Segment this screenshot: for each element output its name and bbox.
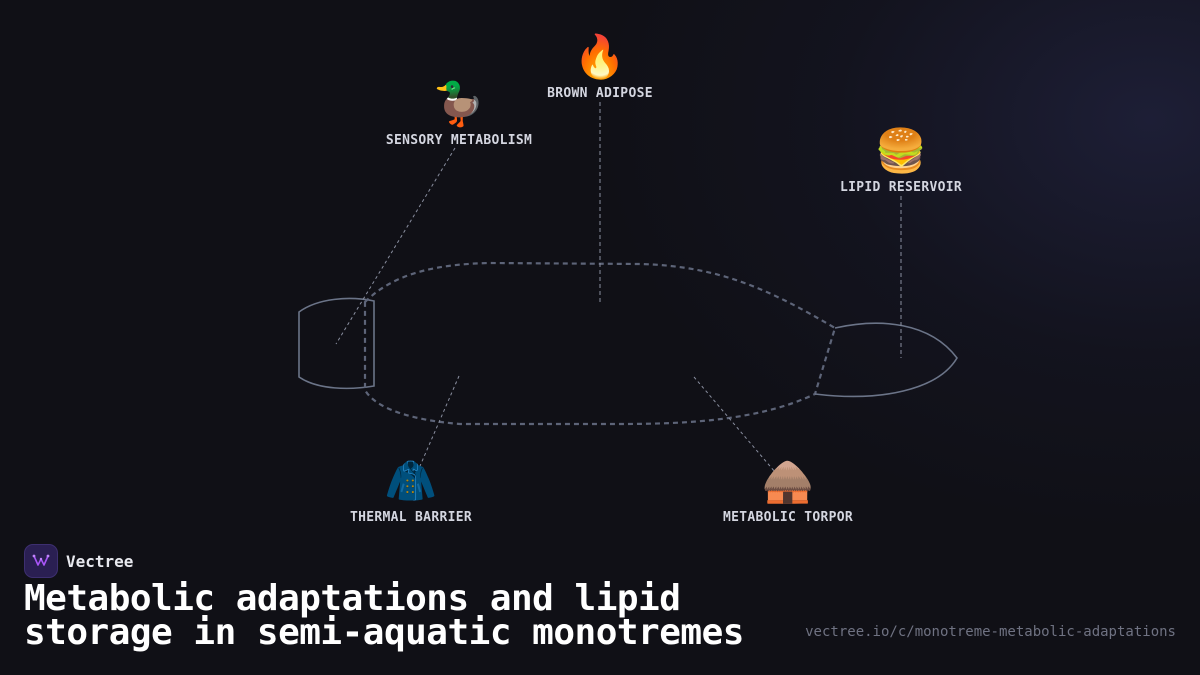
node-lipid-reservoir: 🍔 LIPID RESERVOIR: [791, 126, 1011, 195]
hut-icon: 🛖: [761, 456, 815, 505]
leader-line-sensory-metabolism: [335, 147, 456, 345]
source-url: vectree.io/c/monotreme-metabolic-adaptat…: [805, 624, 1176, 640]
node-label: LIPID RESERVOIR: [840, 180, 962, 195]
node-sensory-metabolism: 🦆 SENSORY METABOLISM: [349, 79, 569, 148]
node-label: SENSORY METABOLISM: [385, 133, 533, 148]
leader-line-thermal-barrier: [419, 375, 460, 467]
brand: Vectree: [24, 544, 133, 578]
page-title: Metabolic adaptations and lipid storage …: [24, 578, 744, 653]
vectree-logo-icon: [24, 544, 58, 578]
fire-icon: 🔥: [573, 32, 627, 81]
burger-icon: 🍔: [874, 126, 928, 175]
node-brown-adipose: 🔥 BROWN ADIPOSE: [490, 32, 710, 101]
brand-name: Vectree: [66, 551, 134, 571]
coat-icon: 🧥: [384, 456, 438, 505]
bill-outline: [298, 297, 375, 390]
node-label: THERMAL BARRIER: [350, 510, 472, 525]
node-metabolic-torpor: 🛖 METABOLIC TORPOR: [678, 456, 898, 525]
tail-outline: [814, 322, 958, 398]
body-outline: [363, 261, 837, 426]
duck-icon: 🦆: [432, 79, 486, 128]
node-label: METABOLIC TORPOR: [722, 510, 854, 525]
platypus-silhouette-diagram: [298, 102, 958, 473]
node-label: BROWN ADIPOSE: [547, 86, 653, 101]
node-thermal-barrier: 🧥 THERMAL BARRIER: [301, 456, 521, 525]
leader-line-metabolic-torpor: [693, 376, 776, 473]
